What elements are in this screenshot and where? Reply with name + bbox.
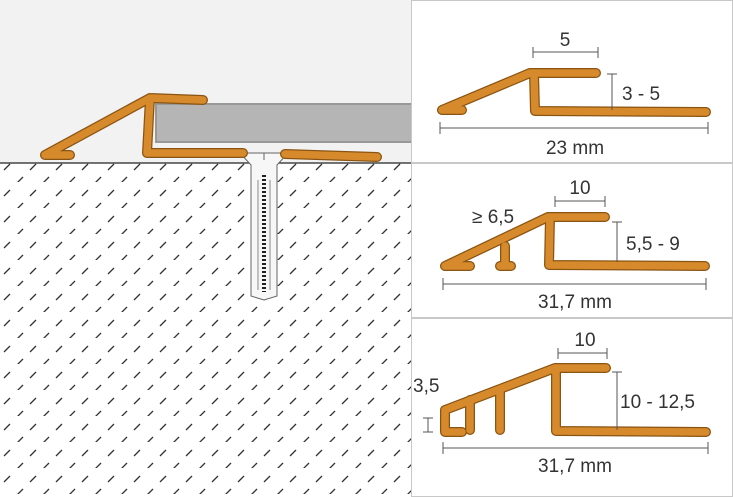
length-label: 31,7 mm: [538, 456, 612, 477]
dowel-with-screw: [238, 152, 290, 301]
substrate-hatch: [0, 163, 412, 497]
panel-frames: [411, 0, 733, 497]
profile-panel-31-7mm-a: 10 ≥ 6,5 5,5 - 9 31,7 mm: [440, 178, 710, 313]
height-label: 3 - 5: [622, 84, 660, 105]
width-label: 10: [574, 330, 595, 351]
ramp-height-label: ≥ 6,5: [472, 207, 514, 228]
length-label: 31,7 mm: [538, 292, 612, 313]
width-label: 10: [569, 178, 590, 199]
profile-panel-23mm: 5 3 - 5 23 mm: [437, 30, 711, 159]
length-label: 23 mm: [546, 138, 604, 159]
floor-tile: [155, 103, 413, 143]
width-label: 5: [560, 30, 571, 51]
height-label: 5,5 - 9: [626, 234, 680, 255]
height-label: 10 - 12,5: [620, 392, 695, 413]
profile-panel-31-7mm-b: 10 3,5 10 - 12,5 31,7 mm: [413, 330, 711, 477]
foot-height-label: 3,5: [413, 376, 439, 397]
installation-scene: [0, 0, 413, 497]
installed-profile: [40, 93, 382, 162]
